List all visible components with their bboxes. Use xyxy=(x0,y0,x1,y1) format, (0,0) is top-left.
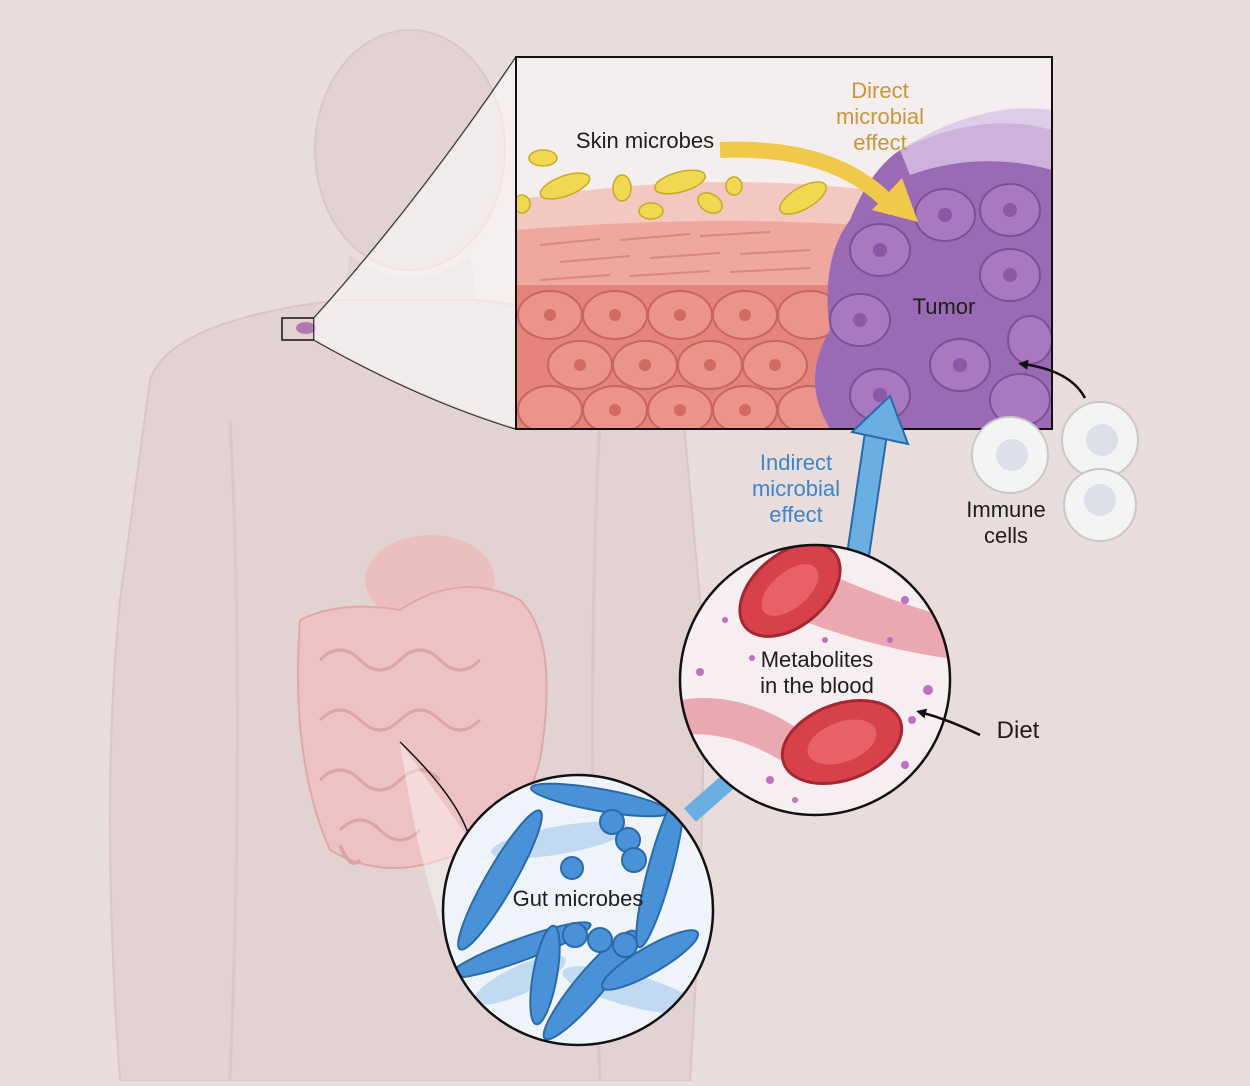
tumor-location-marker xyxy=(296,322,316,334)
label-metabolites-in-blood: Metabolites in the blood xyxy=(760,647,874,698)
gut-inset xyxy=(441,773,715,1047)
intestines xyxy=(297,535,548,869)
label-tumor: Tumor xyxy=(912,294,976,319)
label-immune-cells: Immune cells xyxy=(966,497,1046,548)
gut-to-blood-connector xyxy=(684,773,736,822)
direct-effect-arrow xyxy=(719,141,902,216)
diet-arrow xyxy=(916,708,981,737)
label-gut-microbes: Gut microbes xyxy=(512,886,644,911)
immune-arrow xyxy=(1018,359,1087,399)
label-diet: Diet xyxy=(996,717,1040,744)
zoom-line-top xyxy=(313,56,517,319)
gut-zoom-line xyxy=(399,741,471,841)
skin-inset xyxy=(515,56,1053,430)
indirect-effect-arrow xyxy=(846,394,910,557)
immune-cells xyxy=(971,401,1139,542)
label-direct-microbial-effect: Direct microbial effect xyxy=(835,78,925,155)
blood-inset xyxy=(678,543,952,817)
label-indirect-microbial-effect: Indirect microbial effect xyxy=(751,450,841,527)
zoom-cone xyxy=(314,57,516,429)
label-skin-microbes: Skin microbes xyxy=(575,128,715,153)
skin-microbes xyxy=(516,149,827,220)
